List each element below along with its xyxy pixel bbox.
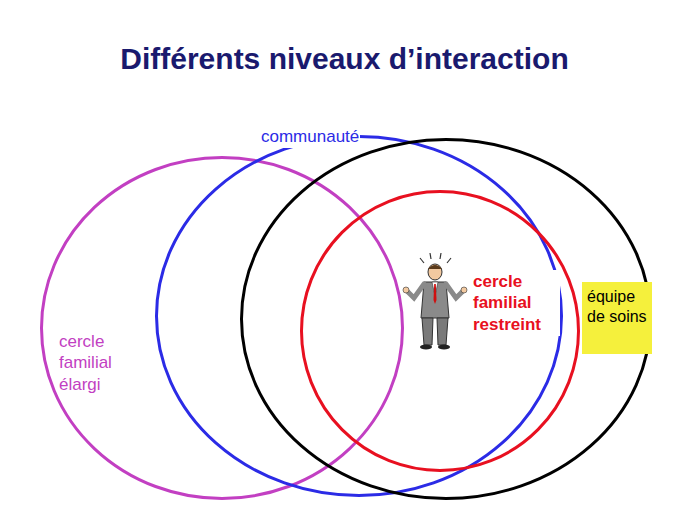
diagram-title: Différents niveaux d’interaction	[0, 42, 689, 76]
circle-label: communauté	[260, 125, 360, 148]
label-box: équipe de soins	[582, 282, 652, 354]
ellipse	[157, 137, 562, 496]
circle-label: cercle familial restreint	[472, 270, 560, 336]
person-figure	[403, 253, 467, 350]
ellipse	[302, 192, 579, 471]
care-team-circle: équipe de soins cercle familial restreint	[240, 138, 652, 500]
circle-label: cercle familial élargi	[58, 330, 150, 396]
close-family-circle: cercle familial restreint	[300, 190, 580, 472]
